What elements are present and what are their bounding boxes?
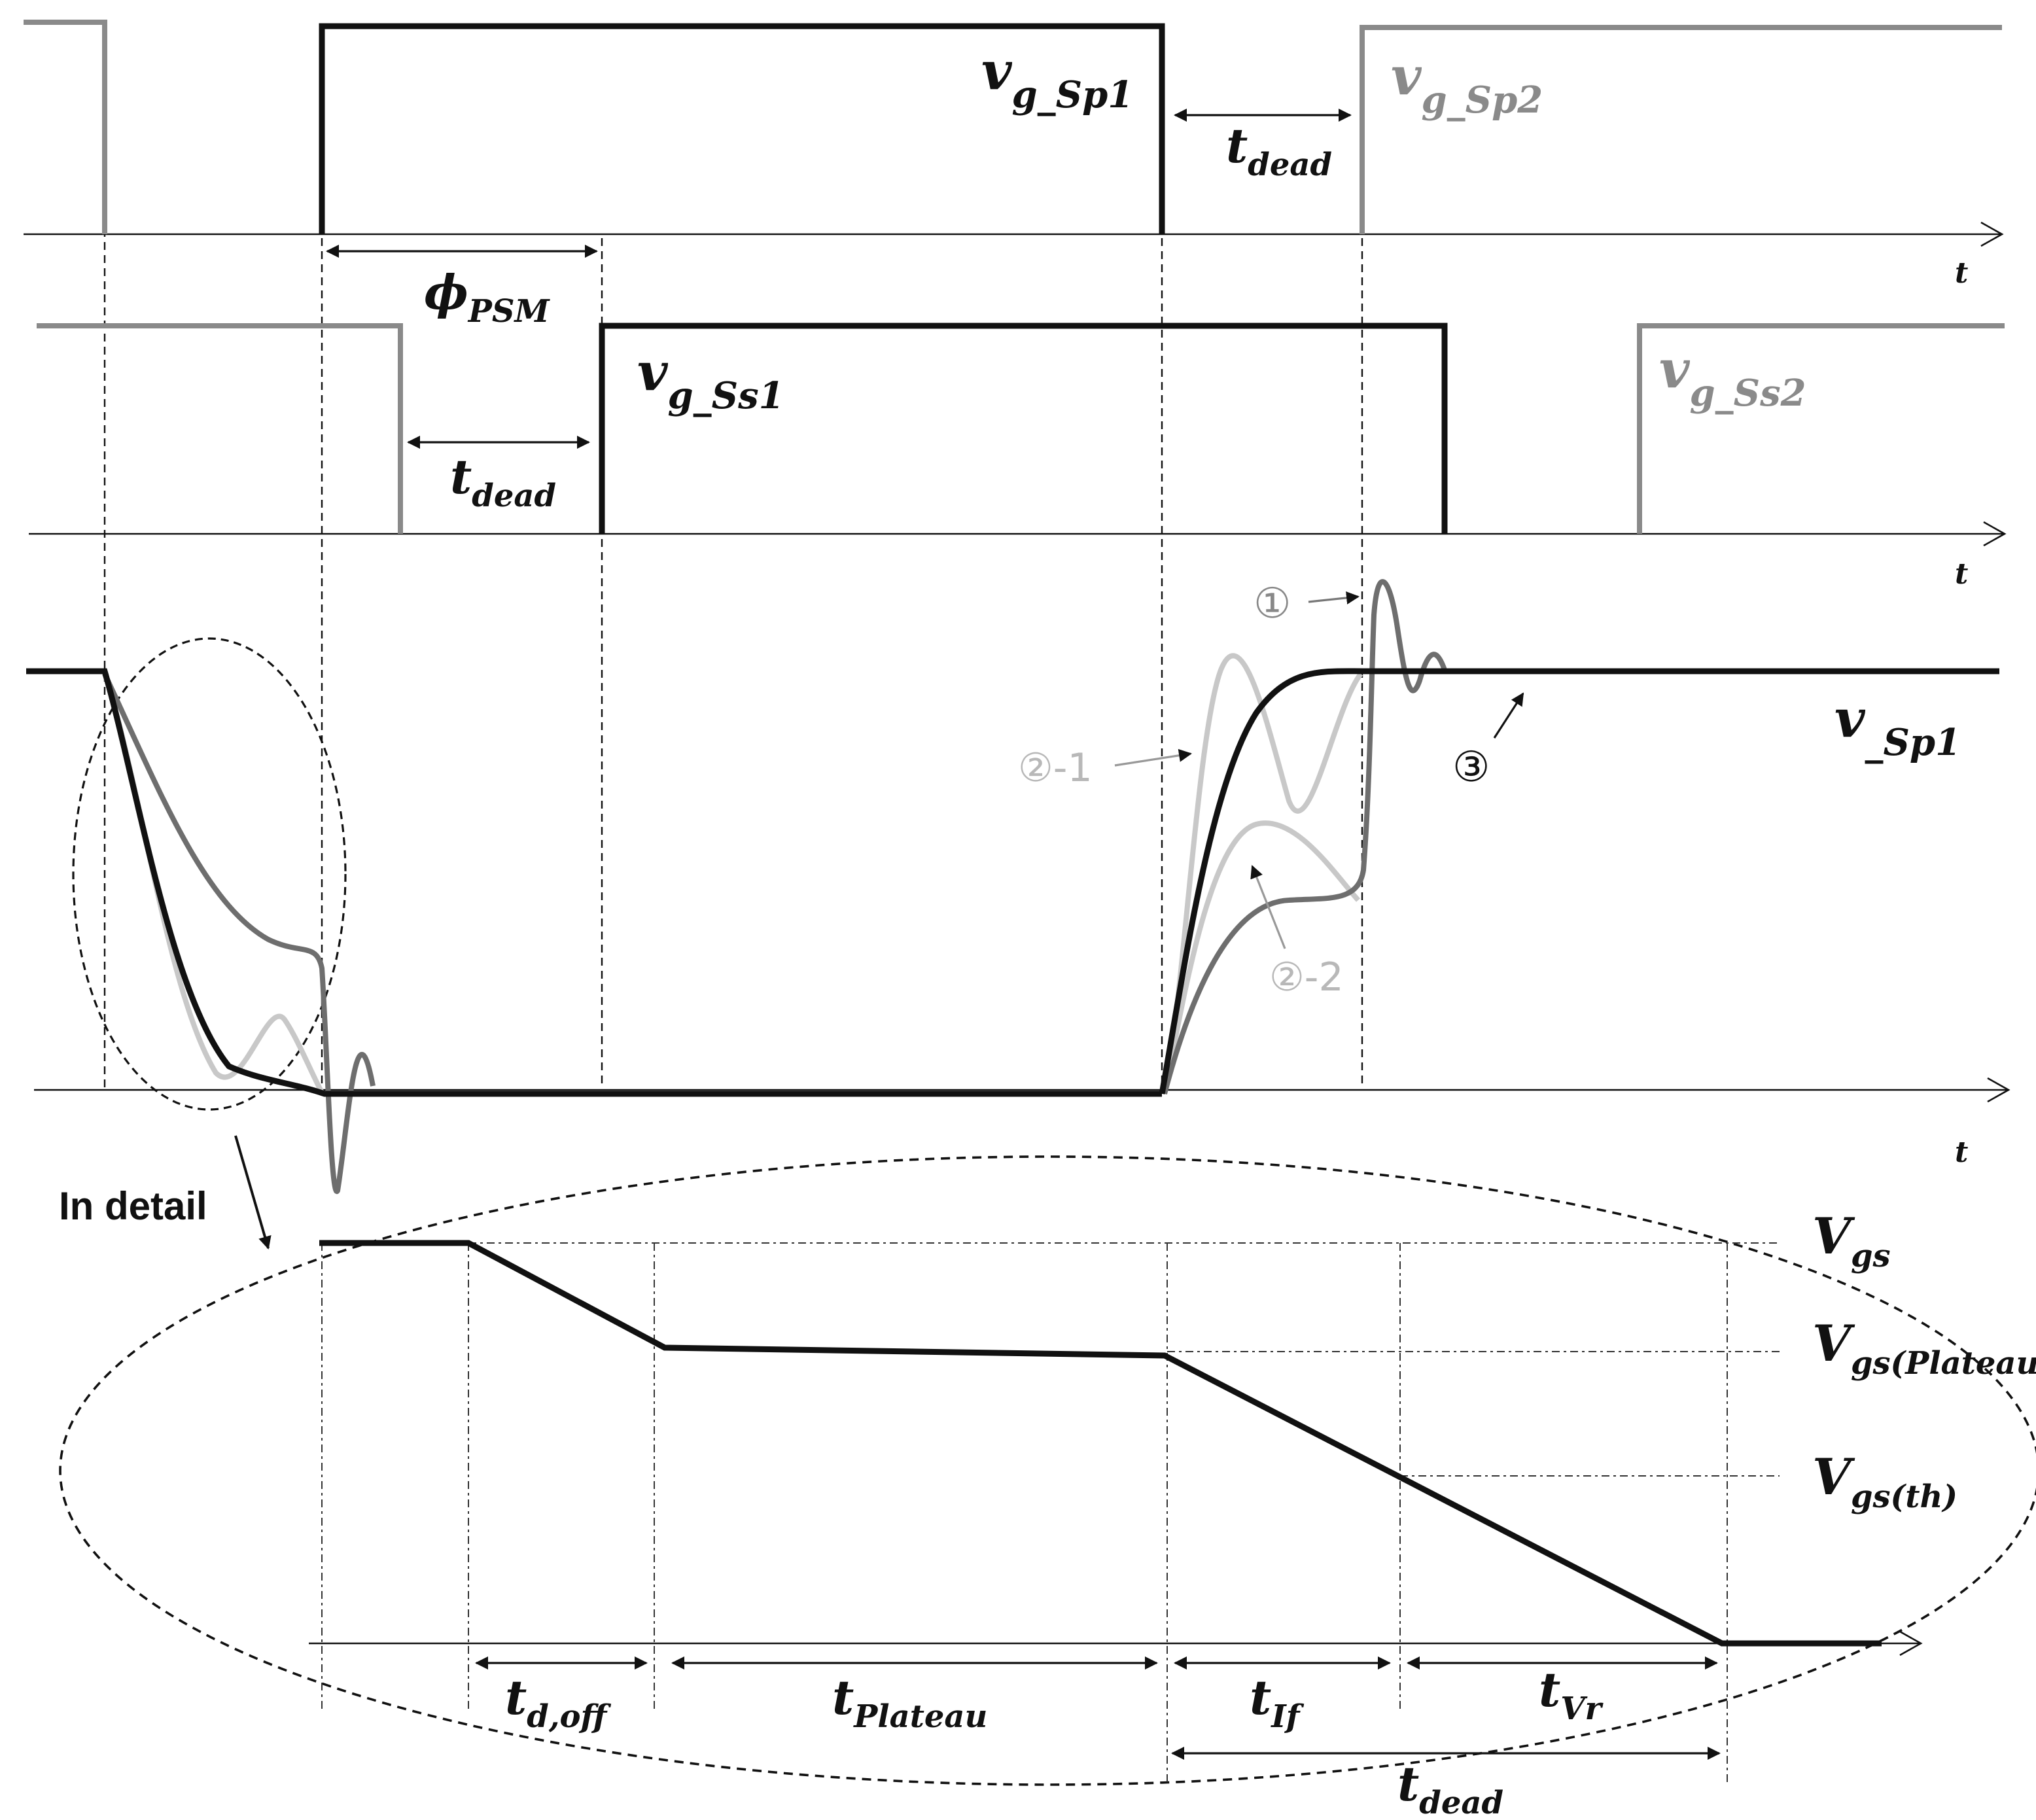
detail-ellipse bbox=[59, 1155, 2036, 1786]
detail-interval-arrows bbox=[475, 1656, 1721, 1760]
detail-axis-arrowhead bbox=[1899, 1630, 1923, 1656]
vg-sp2-waveform bbox=[1360, 25, 2002, 234]
t-d-off-label: td,off bbox=[505, 1670, 612, 1735]
curve-2-1-rise bbox=[1162, 653, 1363, 1094]
detail-highlight-ellipse bbox=[72, 637, 347, 1111]
detail-panel bbox=[59, 1135, 2036, 1786]
axis-arrowhead-1 bbox=[1980, 221, 2004, 247]
t-dead-top-label: tdead bbox=[1226, 118, 1332, 183]
marker-pointers bbox=[1114, 591, 1524, 949]
detail-dashdot-guides bbox=[321, 1242, 1780, 1782]
labels: vg_Sp1 vg_Sp2 vg_Ss1 vg_Ss2 v_Sp1 t t t … bbox=[59, 40, 2036, 1820]
vg-sp2-label: vg_Sp2 bbox=[1391, 45, 1543, 122]
phi-psm-label: ϕPSM bbox=[424, 264, 551, 330]
vg-ss2-waveform-left bbox=[37, 323, 403, 534]
time-label-3: t bbox=[1955, 1136, 1968, 1169]
vg-ss1-waveform bbox=[599, 323, 1448, 534]
vgs-level-label: Vgs bbox=[1812, 1207, 1891, 1274]
marker-2-2-pointer bbox=[1250, 865, 1286, 949]
vg-ss2-waveform bbox=[1637, 323, 2005, 534]
vgs-turnoff-waveform bbox=[319, 1240, 1882, 1647]
curve-2-2-mid-rise bbox=[1162, 820, 1360, 1094]
axis-arrowhead-2 bbox=[1983, 521, 2007, 547]
curve-3-fall bbox=[26, 668, 1162, 1097]
detail-pointer-arrow bbox=[234, 1135, 272, 1250]
detail-label: In detail bbox=[59, 1184, 207, 1228]
vg-sp-row bbox=[24, 20, 2004, 247]
time-label-1: t bbox=[1955, 256, 1968, 290]
t-dead-mid-label: tdead bbox=[450, 449, 556, 514]
vgs-plateau-level-label: Vgs(Plateau) bbox=[1812, 1314, 2036, 1382]
vg-sp1-label: vg_Sp1 bbox=[981, 40, 1133, 116]
marker-2-1-label: ②-1 bbox=[1018, 745, 1093, 791]
curve-2-2-fall bbox=[102, 673, 376, 1195]
t-vr-label: tVr bbox=[1539, 1662, 1604, 1727]
vertical-guides bbox=[103, 229, 1363, 1089]
marker-1-pointer bbox=[1308, 591, 1360, 604]
interval-arrows-upper bbox=[326, 109, 1352, 449]
vg-ss2-label: vg_Ss2 bbox=[1659, 338, 1806, 415]
vg-sp1-waveform bbox=[319, 23, 1165, 234]
vgs-th-level-label: Vgs(th) bbox=[1812, 1448, 1957, 1515]
time-label-2: t bbox=[1955, 557, 1968, 591]
t-plateau-label: tPlateau bbox=[832, 1670, 987, 1735]
curve-3-rise bbox=[1159, 668, 1999, 1094]
v-sp1-label: v_Sp1 bbox=[1834, 688, 1961, 764]
marker-1-label: ① bbox=[1254, 580, 1291, 628]
t-dead-bottom-label: tdead bbox=[1397, 1756, 1503, 1820]
marker-2-1-pointer bbox=[1114, 748, 1192, 767]
vg-sp2-waveform-left bbox=[24, 20, 107, 234]
marker-3-pointer bbox=[1493, 692, 1524, 739]
t-if-label: tIf bbox=[1250, 1670, 1305, 1735]
vg-ss-row bbox=[29, 323, 2007, 547]
curve-2-2-rise bbox=[1162, 579, 1447, 1095]
vg-ss1-label: vg_Ss1 bbox=[637, 341, 784, 417]
v-sp1-row bbox=[26, 579, 2010, 1195]
marker-3-label: ③ bbox=[1452, 743, 1490, 792]
marker-2-2-label: ②-2 bbox=[1269, 954, 1344, 1000]
axis-arrowhead-3 bbox=[1987, 1077, 2010, 1103]
